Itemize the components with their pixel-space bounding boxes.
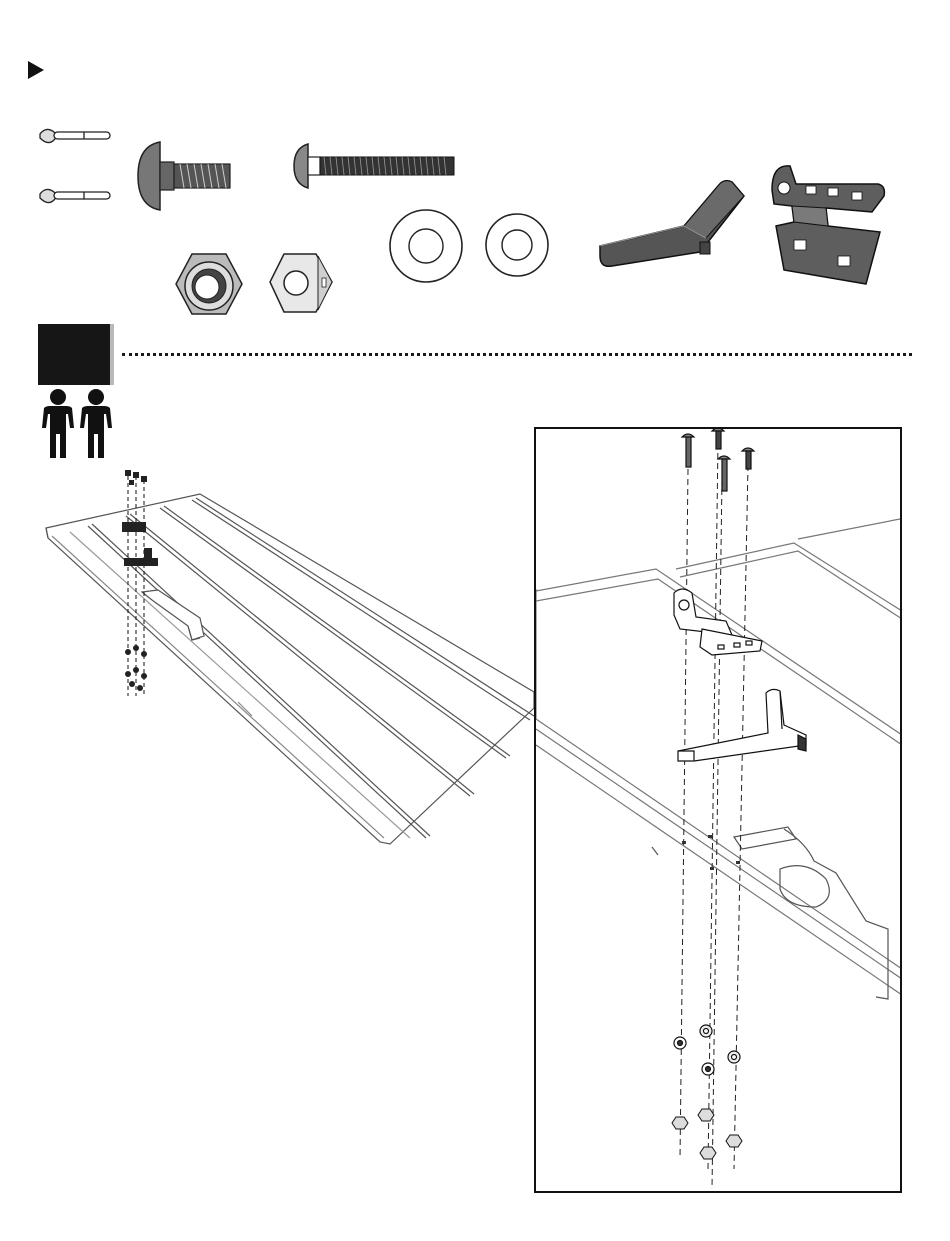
detail-zoom-frame xyxy=(534,427,902,1193)
hex-nut-icon xyxy=(266,250,336,316)
step-divider xyxy=(122,353,912,356)
hinge-icon xyxy=(766,160,892,290)
door-panel-assembly xyxy=(40,466,536,852)
ratchet-wrench-icon xyxy=(34,124,114,212)
step-number-box xyxy=(38,324,110,385)
washer-icon xyxy=(484,212,550,278)
play-triangle-icon xyxy=(26,59,46,81)
two-person-icon xyxy=(38,388,118,460)
carriage-bolt-icon xyxy=(292,140,458,192)
handle-bracket-icon xyxy=(596,172,752,272)
carriage-bolt-icon xyxy=(134,138,236,214)
detail-zoom-drawing xyxy=(536,429,902,1193)
washer-icon xyxy=(388,208,464,284)
lock-nut-icon xyxy=(172,250,246,320)
